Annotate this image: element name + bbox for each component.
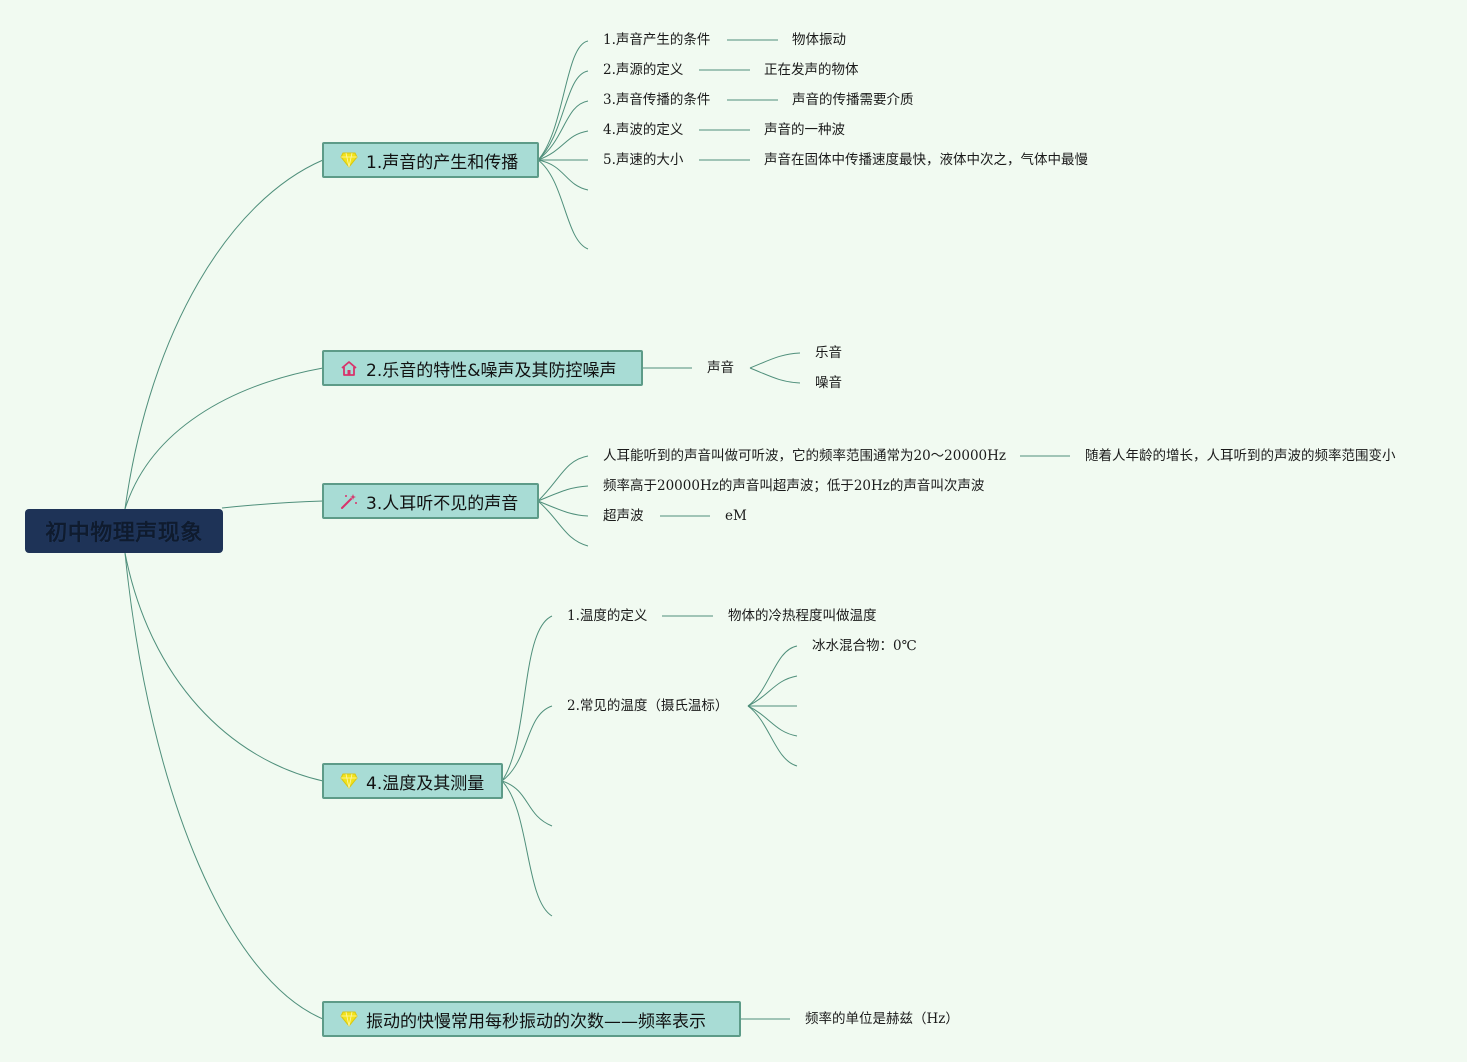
node-detail[interactable]: eM — [725, 508, 747, 524]
node-detail[interactable]: 随着人年龄的增长，人耳听到的声波的频率范围变小 — [1085, 448, 1396, 464]
node-label[interactable]: 冰水混合物：0℃ — [812, 638, 917, 654]
topic-node-temperature[interactable]: 4.温度及其测量 — [322, 763, 503, 799]
node-label[interactable]: 频率的单位是赫兹（Hz） — [805, 1011, 959, 1027]
topic-node-sound-production[interactable]: 1.声音的产生和传播 — [322, 142, 539, 178]
topic-title: 振动的快慢常用每秒振动的次数——频率表示 — [366, 1011, 706, 1032]
node-label[interactable]: 4.声波的定义 — [603, 122, 684, 138]
diamond-icon — [340, 151, 362, 169]
topic-title: 3.人耳听不见的声音 — [366, 493, 519, 514]
node-label[interactable]: 乐音 — [815, 345, 842, 361]
node-detail[interactable]: 正在发声的物体 — [764, 62, 859, 78]
topic-title: 1.声音的产生和传播 — [366, 152, 519, 173]
node-label[interactable]: 2.声源的定义 — [603, 62, 684, 78]
magic-wand-icon — [340, 492, 362, 510]
node-label[interactable]: 超声波 — [603, 508, 644, 524]
node-label[interactable]: 噪音 — [815, 375, 842, 391]
node-label[interactable]: 人耳能听到的声音叫做可听波，它的频率范围通常为20～20000Hz — [603, 448, 1007, 464]
root-title: 初中物理声现象 — [45, 521, 203, 546]
node-label[interactable]: 1.温度的定义 — [567, 608, 648, 624]
node-detail[interactable]: 声音的传播需要介质 — [792, 92, 914, 108]
diamond-icon — [340, 1010, 362, 1028]
node-detail[interactable]: 声音的一种波 — [764, 122, 845, 138]
topic-node-inaudible-sound[interactable]: 3.人耳听不见的声音 — [322, 483, 539, 519]
node-detail[interactable]: 物体的冷热程度叫做温度 — [728, 608, 877, 624]
diamond-icon — [340, 772, 362, 790]
node-detail[interactable]: 物体振动 — [792, 32, 846, 48]
node-detail[interactable]: 声音在固体中传播速度最快，液体中次之，气体中最慢 — [764, 152, 1088, 168]
node-label[interactable]: 5.声速的大小 — [603, 152, 684, 168]
node-label[interactable]: 频率高于20000Hz的声音叫超声波；低于20Hz的声音叫次声波 — [603, 478, 985, 494]
topic-title: 4.温度及其测量 — [366, 773, 485, 794]
topic-node-frequency[interactable]: 振动的快慢常用每秒振动的次数——频率表示 — [322, 1001, 741, 1037]
node-label[interactable]: 2.常见的温度（摄氏温标） — [567, 698, 729, 714]
node-label[interactable]: 1.声音产生的条件 — [603, 32, 711, 48]
house-icon — [340, 359, 362, 377]
root-node[interactable]: 初中物理声现象 — [25, 509, 223, 553]
topic-title: 2.乐音的特性&噪声及其防控噪声 — [366, 360, 617, 381]
node-label[interactable]: 3.声音传播的条件 — [603, 92, 711, 108]
node-label[interactable]: 声音 — [707, 360, 734, 376]
topic-node-musical-sound[interactable]: 2.乐音的特性&噪声及其防控噪声 — [322, 350, 643, 386]
